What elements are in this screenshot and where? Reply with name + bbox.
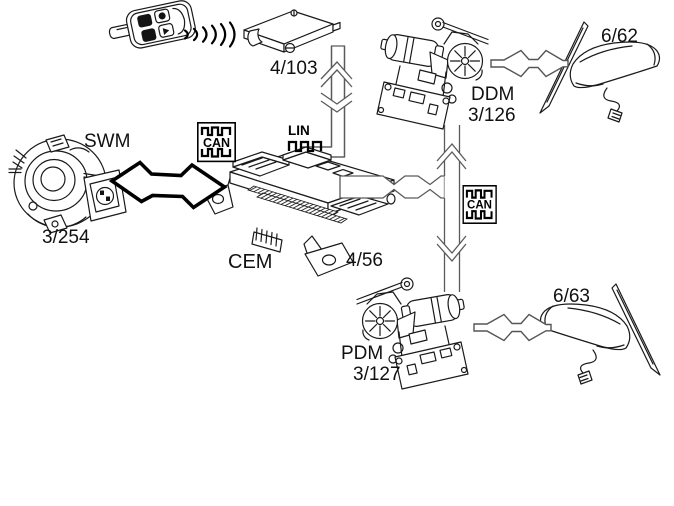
signal-waves-icon [183,21,236,48]
swm-cem-arrow [108,160,228,210]
ddm-mirror-arrow [490,49,569,78]
ddm-label: DDM [471,84,514,105]
remote-receiver [243,9,341,54]
pdm-label: PDM [341,343,383,364]
remote-key [108,0,196,49]
ddm-id-label: 3/126 [468,105,516,126]
can-symbol-right: CAN [462,184,498,225]
lin-symbol: LIN [287,123,323,153]
down-arrow-chevron [320,92,353,113]
can-symbol-left: CAN [196,121,237,163]
can-left-label: CAN [203,136,230,150]
swm-label: SWM [84,131,130,152]
driver-mirror-id-label: 6/62 [601,26,638,47]
can-bus-channel [436,125,467,292]
up-arrow-chevron [436,142,467,170]
pdm-id-label: 3/127 [353,364,401,385]
pdm-mirror-arrow [473,313,552,342]
receiver-id-label: 4/103 [270,58,318,79]
cem-label: CEM [228,251,272,273]
passenger-mirror-id-label: 6/63 [553,286,590,307]
driver-door-mirror [539,21,661,123]
up-arrow-chevron [320,61,353,88]
down-arrow-chevron [436,235,467,263]
can-right-label: CAN [467,200,492,212]
cem-id-label: 4/56 [346,250,383,271]
lin-label: LIN [288,123,310,138]
swm-id-label: 3/254 [42,227,90,248]
